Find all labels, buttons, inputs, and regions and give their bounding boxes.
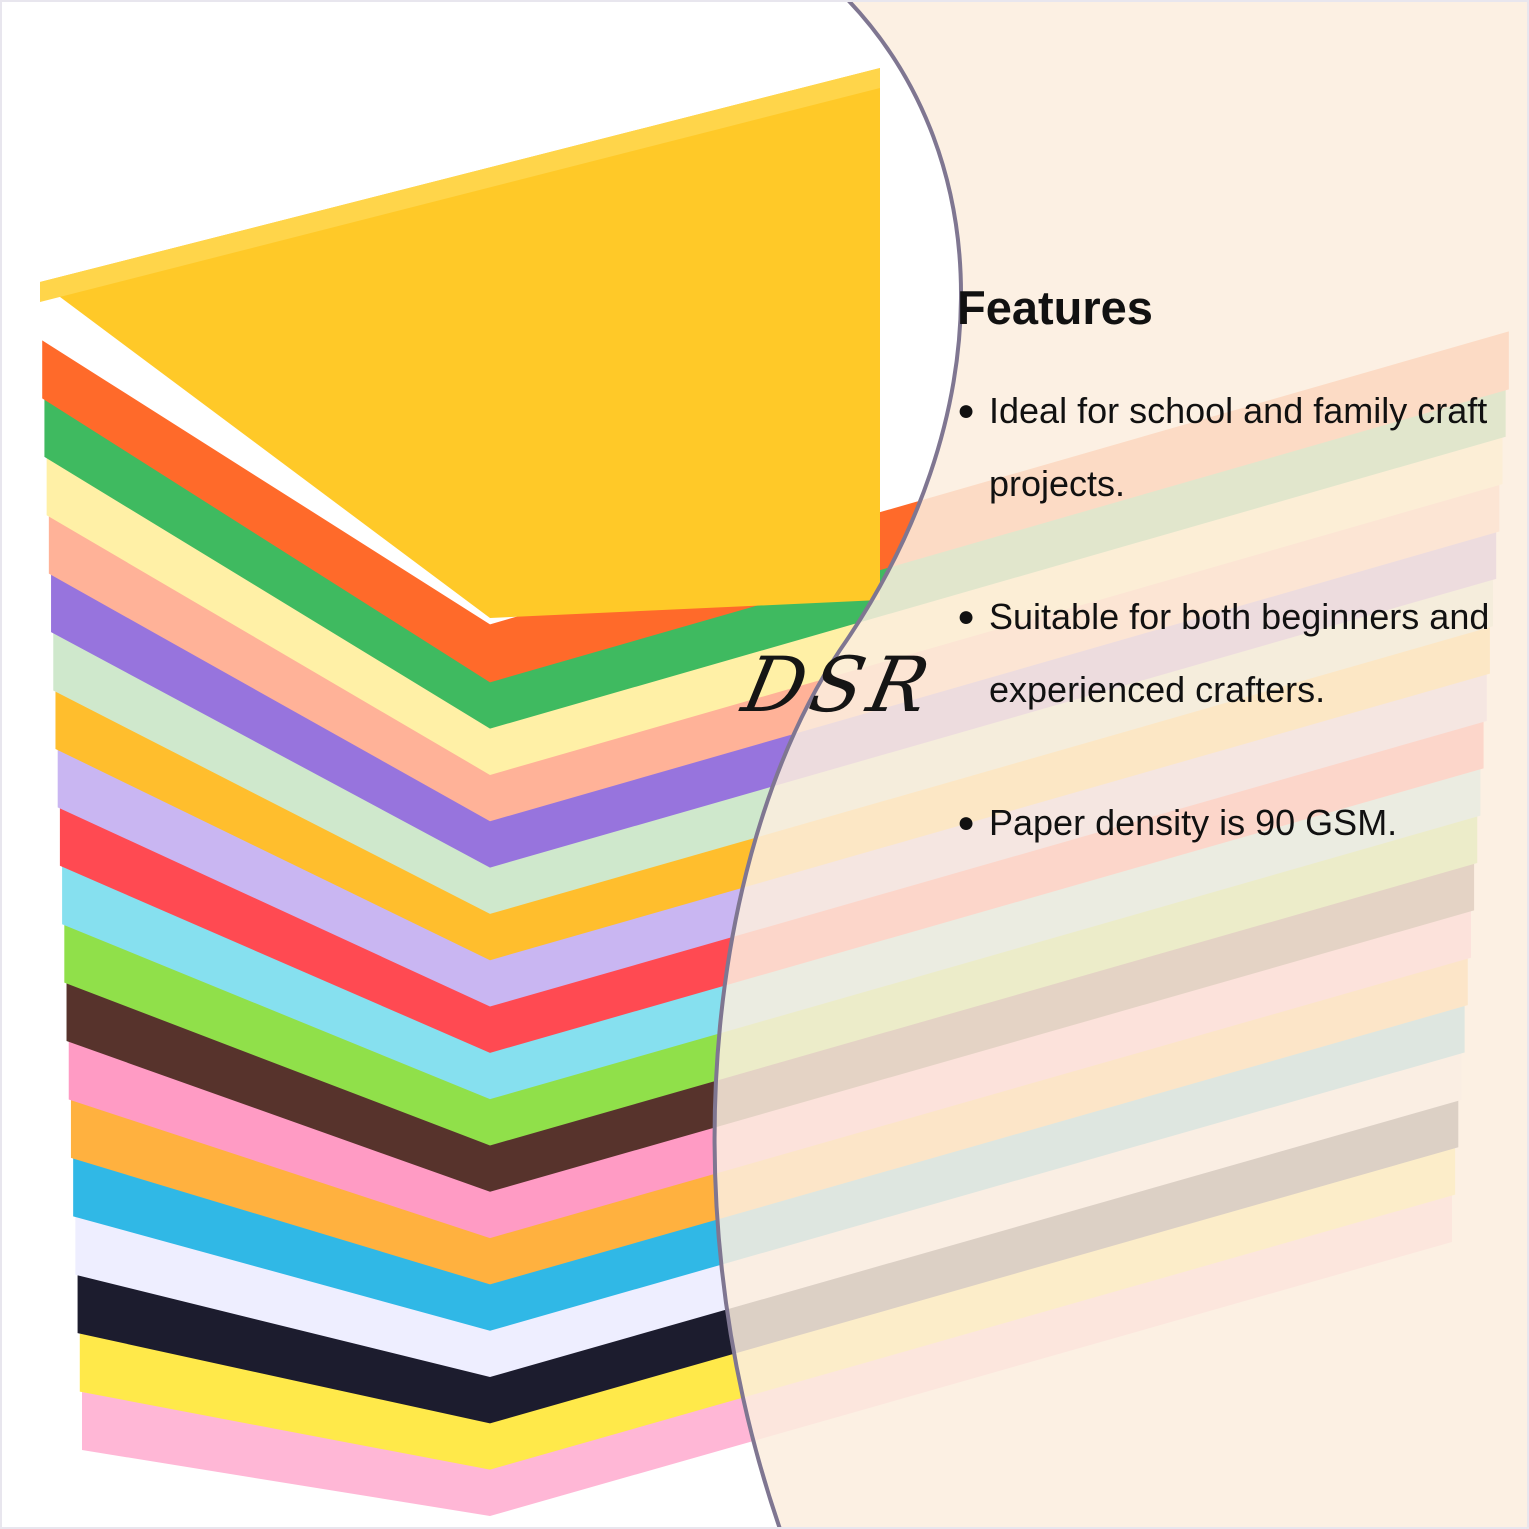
bullet-icon: ● — [957, 394, 976, 427]
paper-layer — [44, 378, 1506, 729]
features-list: ● Ideal for school and family craft proj… — [957, 374, 1497, 859]
watermark-logo: DSR — [735, 640, 943, 729]
paper-layer — [53, 568, 1494, 914]
info-panel-edge — [712, 0, 963, 1529]
feature-item: ● Paper density is 90 GSM. — [957, 786, 1497, 859]
feature-item: ● Ideal for school and family craft proj… — [957, 374, 1497, 520]
paper-layer — [42, 331, 1509, 683]
bullet-icon: ● — [957, 806, 976, 839]
feature-text: Ideal for school and family craft projec… — [989, 390, 1488, 504]
features-title: Features — [957, 281, 1153, 334]
feature-text: Suitable for both beginners and experien… — [989, 596, 1490, 710]
features-section: Features ● Ideal for school and family c… — [957, 278, 1497, 859]
feature-item: ● Suitable for both beginners and experi… — [957, 580, 1497, 726]
paper-layer — [48, 473, 1500, 822]
paper-layer — [51, 520, 1497, 868]
paper-stack — [42, 331, 1509, 1516]
bullet-icon: ● — [957, 600, 976, 633]
feature-text: Paper density is 90 GSM. — [989, 802, 1398, 843]
paper-layer — [46, 426, 1503, 775]
paper-stack-top-sheet — [40, 68, 880, 618]
